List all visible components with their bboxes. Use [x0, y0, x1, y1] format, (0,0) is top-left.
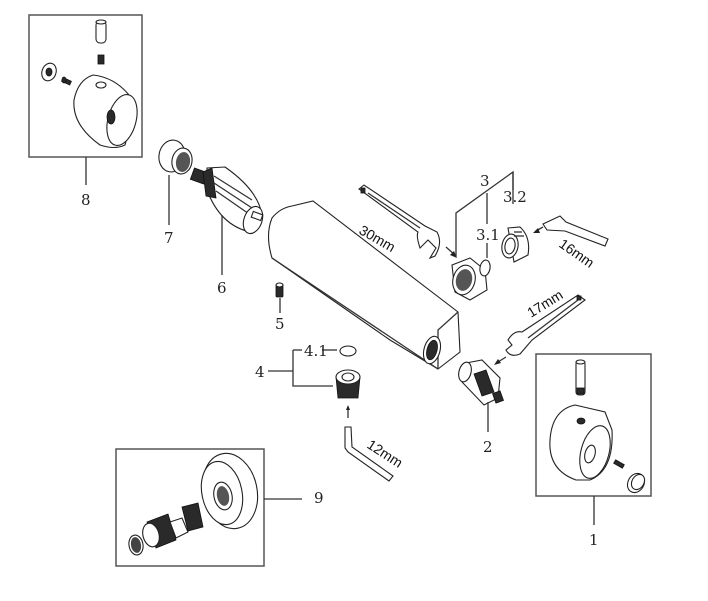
label-8: 8	[81, 191, 91, 209]
handle-body	[73, 74, 138, 149]
label-9: 9	[314, 489, 324, 507]
eccentric-connector	[142, 502, 204, 549]
part-9-connector-kit	[115, 448, 265, 567]
part-4-1-oring	[339, 345, 357, 357]
part-4-plug	[335, 369, 361, 399]
hex-key-16mm-tool	[542, 215, 609, 247]
part-3-nut	[451, 257, 488, 301]
grub-screw	[97, 54, 105, 65]
label-5: 5	[275, 315, 285, 333]
label-2: 2	[483, 438, 493, 456]
label-4: 4	[255, 363, 265, 381]
part-3-1-oring	[479, 259, 491, 277]
label-4-1: 4.1	[304, 342, 328, 360]
wrench-30mm-tool	[358, 184, 441, 260]
part-8-handle-assembly	[28, 14, 143, 158]
part-4-bracket	[268, 349, 337, 387]
indicator-ring	[41, 62, 57, 82]
label-7: 7	[164, 229, 174, 247]
part-6-thermostatic-cartridge	[189, 166, 264, 235]
part-9-frame	[115, 448, 265, 567]
label-3-1: 3.1	[476, 226, 500, 244]
part-2-flow-cartridge	[458, 359, 504, 406]
label-6: 6	[217, 279, 227, 297]
label-1: 1	[589, 531, 599, 549]
handle-pin-1	[575, 359, 586, 396]
part-3-bracket	[455, 170, 514, 258]
escutcheon-rosette	[200, 452, 259, 530]
part-7-retaining-ring	[158, 139, 193, 175]
handle-pin	[95, 19, 107, 44]
handle-screw	[60, 76, 72, 86]
handle-body-1	[549, 404, 613, 481]
label-3-2: 3.2	[503, 188, 527, 206]
part-1-handle-assembly	[535, 353, 652, 497]
part-5-screw	[275, 282, 284, 298]
label-3: 3	[480, 172, 490, 190]
handle-cap-1	[626, 472, 646, 494]
handle-screw-1	[613, 459, 625, 469]
mixer-body	[267, 200, 461, 370]
filter-washer	[128, 534, 144, 556]
hex-key-12mm-tool	[344, 426, 394, 482]
part-3-2-insert	[501, 226, 530, 263]
wrench-17mm-tool	[505, 294, 586, 356]
